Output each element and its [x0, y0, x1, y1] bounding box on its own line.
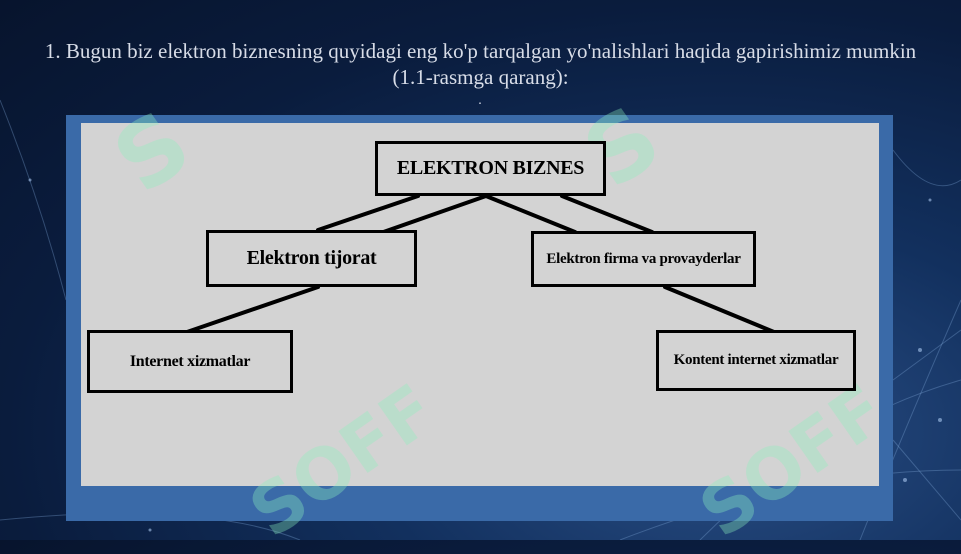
caption-dot: .	[478, 93, 482, 108]
node-elektron-firma: Elektron firma va provayderlar	[531, 231, 756, 287]
node-internet-xizmatlar: Internet xizmatlar	[87, 330, 293, 393]
connector-root-to-right-inner	[484, 194, 577, 234]
connector-root-to-right	[560, 194, 654, 234]
node-elektron-tijorat: Elektron tijorat	[206, 230, 417, 287]
slide-caption: 1. Bugun biz elektron biznesning quyidag…	[44, 39, 917, 89]
node-kontent-internet: Kontent internet xizmatlar	[656, 330, 856, 391]
connector-left-to-leaf	[185, 285, 320, 334]
connector-root-to-left	[316, 194, 420, 232]
connector-lines	[185, 194, 776, 334]
connector-root-to-left-inner	[370, 194, 488, 238]
connector-right-to-leaf	[663, 285, 776, 334]
node-root: ELEKTRON BIZNES	[375, 141, 606, 196]
